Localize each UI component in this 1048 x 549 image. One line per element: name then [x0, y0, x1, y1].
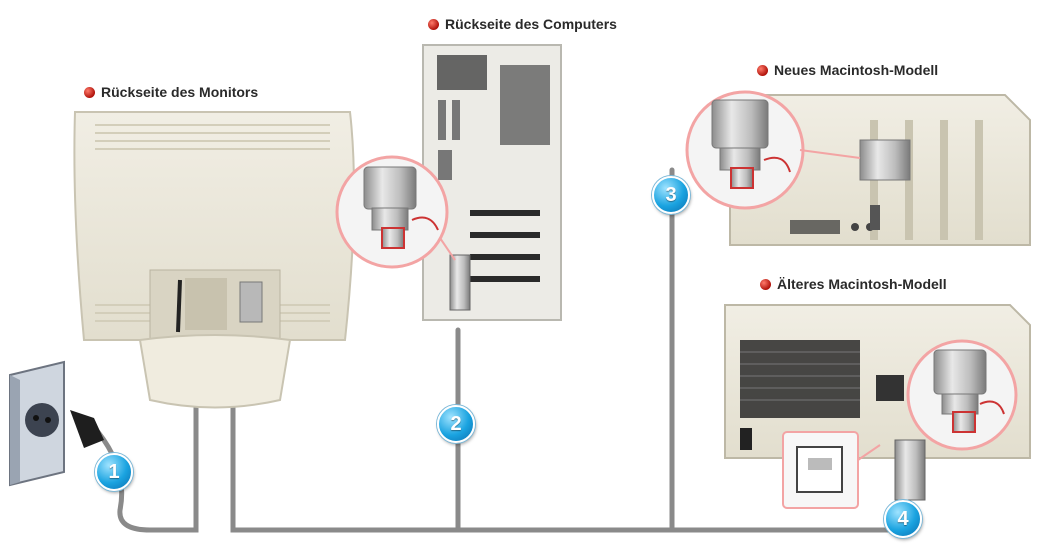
computer-tower: [422, 44, 562, 321]
computer-callout: [335, 155, 456, 269]
label-monitor-back: Rückseite des Monitors: [84, 84, 258, 100]
signal-bus-cable: [230, 399, 903, 533]
label-text: Rückseite des Monitors: [101, 84, 259, 100]
step-badge-1: 1: [95, 453, 133, 491]
bullet-icon: [760, 278, 771, 290]
bullet-icon: [428, 18, 439, 30]
wall-outlet: [9, 360, 104, 487]
step-badge-3: 3: [652, 176, 690, 214]
step-badge-2: 2: [437, 405, 475, 443]
label-text: Neues Macintosh-Modell: [774, 62, 939, 78]
new-mac-callout: [685, 90, 861, 210]
label-computer-back: Rückseite des Computers: [428, 16, 617, 32]
bullet-icon: [757, 64, 768, 76]
label-text: Älteres Macintosh-Modell: [777, 276, 947, 292]
old-mac-callout: [906, 339, 1018, 451]
label-old-mac: Älteres Macintosh-Modell: [760, 276, 947, 292]
step-badge-4: 4: [884, 500, 922, 538]
new-macintosh: [729, 94, 1031, 246]
bullet-icon: [84, 86, 95, 98]
adapter-inset: [782, 431, 881, 509]
monitor-back: [73, 111, 355, 409]
label-text: Rückseite des Computers: [445, 16, 617, 32]
label-new-mac: Neues Macintosh-Modell: [757, 62, 938, 78]
